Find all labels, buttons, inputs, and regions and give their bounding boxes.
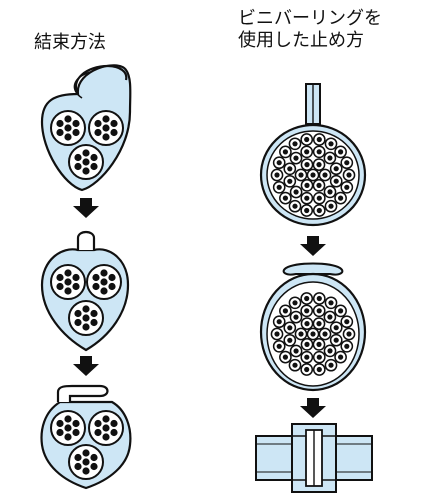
wire-cross-section-group [270,292,356,376]
binder-stem [305,83,321,125]
tie-wrap [40,64,132,192]
tie-step-2 [40,230,130,352]
cable-bundle-icon [50,264,86,300]
cable-bundle-icon [50,110,86,146]
right-title-line2: 使用した止め方 [238,30,364,51]
cable-bundle-icon [88,110,124,146]
ring-step-2 [259,262,367,392]
tie-tail [74,64,128,95]
wire-cross-section-group [270,133,356,217]
right-title-line1: ビニバーリングを [238,8,382,29]
right-title: ビニバーリングを 使用した止め方 [238,8,382,52]
arrow-down-icon [73,198,99,218]
arrow-down-icon [73,356,99,376]
tie-step-3 [40,384,132,490]
ring-step-3-bound [255,423,373,493]
tie-step-1 [40,64,132,192]
tie-knob [76,230,96,250]
ring-clip [282,262,344,276]
cable-bundle-icon [88,410,124,446]
tie-fold [56,384,109,402]
cable-bundle-icon [68,300,104,336]
left-title: 結束方法 [34,32,106,53]
arrow-down-icon [300,236,326,256]
cable-bundle-icon [68,144,104,180]
cable-bundle-icon [50,410,86,446]
arrow-down-icon [300,398,326,418]
cable-bundle-icon [68,444,104,480]
cable-bundle-icon [86,264,122,300]
ring-step-1 [259,123,367,227]
